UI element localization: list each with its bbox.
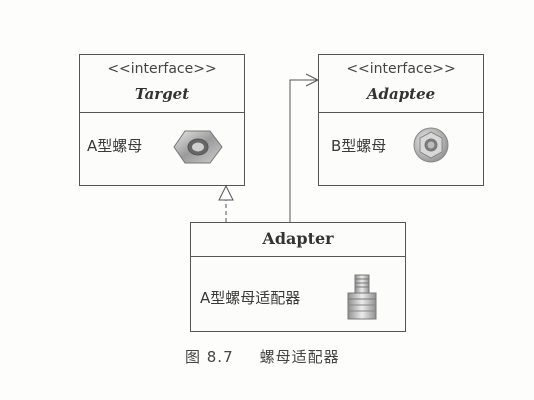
adaptee-stereotype: <<interface>> (346, 61, 456, 77)
target-item-label: A型螺母 (87, 137, 143, 155)
figure-title: 螺母适配器 (259, 348, 340, 366)
target-class-header: <<interface>> Target (80, 55, 244, 113)
flange-nut-icon (409, 123, 453, 171)
adaptee-class-header: <<interface>> Adaptee (319, 55, 483, 113)
target-class-box: <<interface>> Target A型螺母 (79, 54, 245, 186)
target-class-name: Target (134, 85, 190, 103)
adapter-item-label: A型螺母适配器 (200, 289, 301, 307)
adaptee-item-label: B型螺母 (331, 137, 387, 155)
figure-caption: 图 8.7 螺母适配器 (185, 346, 415, 367)
hex-nut-icon (172, 125, 224, 171)
adaptee-class-box: <<interface>> Adaptee B型螺母 (318, 54, 484, 186)
adapter-class-name: Adapter (262, 229, 334, 248)
adapter-class-header: Adapter (191, 223, 405, 257)
target-stereotype: <<interface>> (107, 61, 217, 77)
figure-number: 图 8.7 (185, 348, 234, 366)
realization-arrowhead (218, 184, 234, 201)
adaptee-class-name: Adaptee (366, 85, 436, 103)
nut-adapter-icon (345, 273, 379, 327)
adapter-class-box: Adapter A型螺母适配器 (190, 222, 406, 332)
association-line (289, 79, 318, 222)
